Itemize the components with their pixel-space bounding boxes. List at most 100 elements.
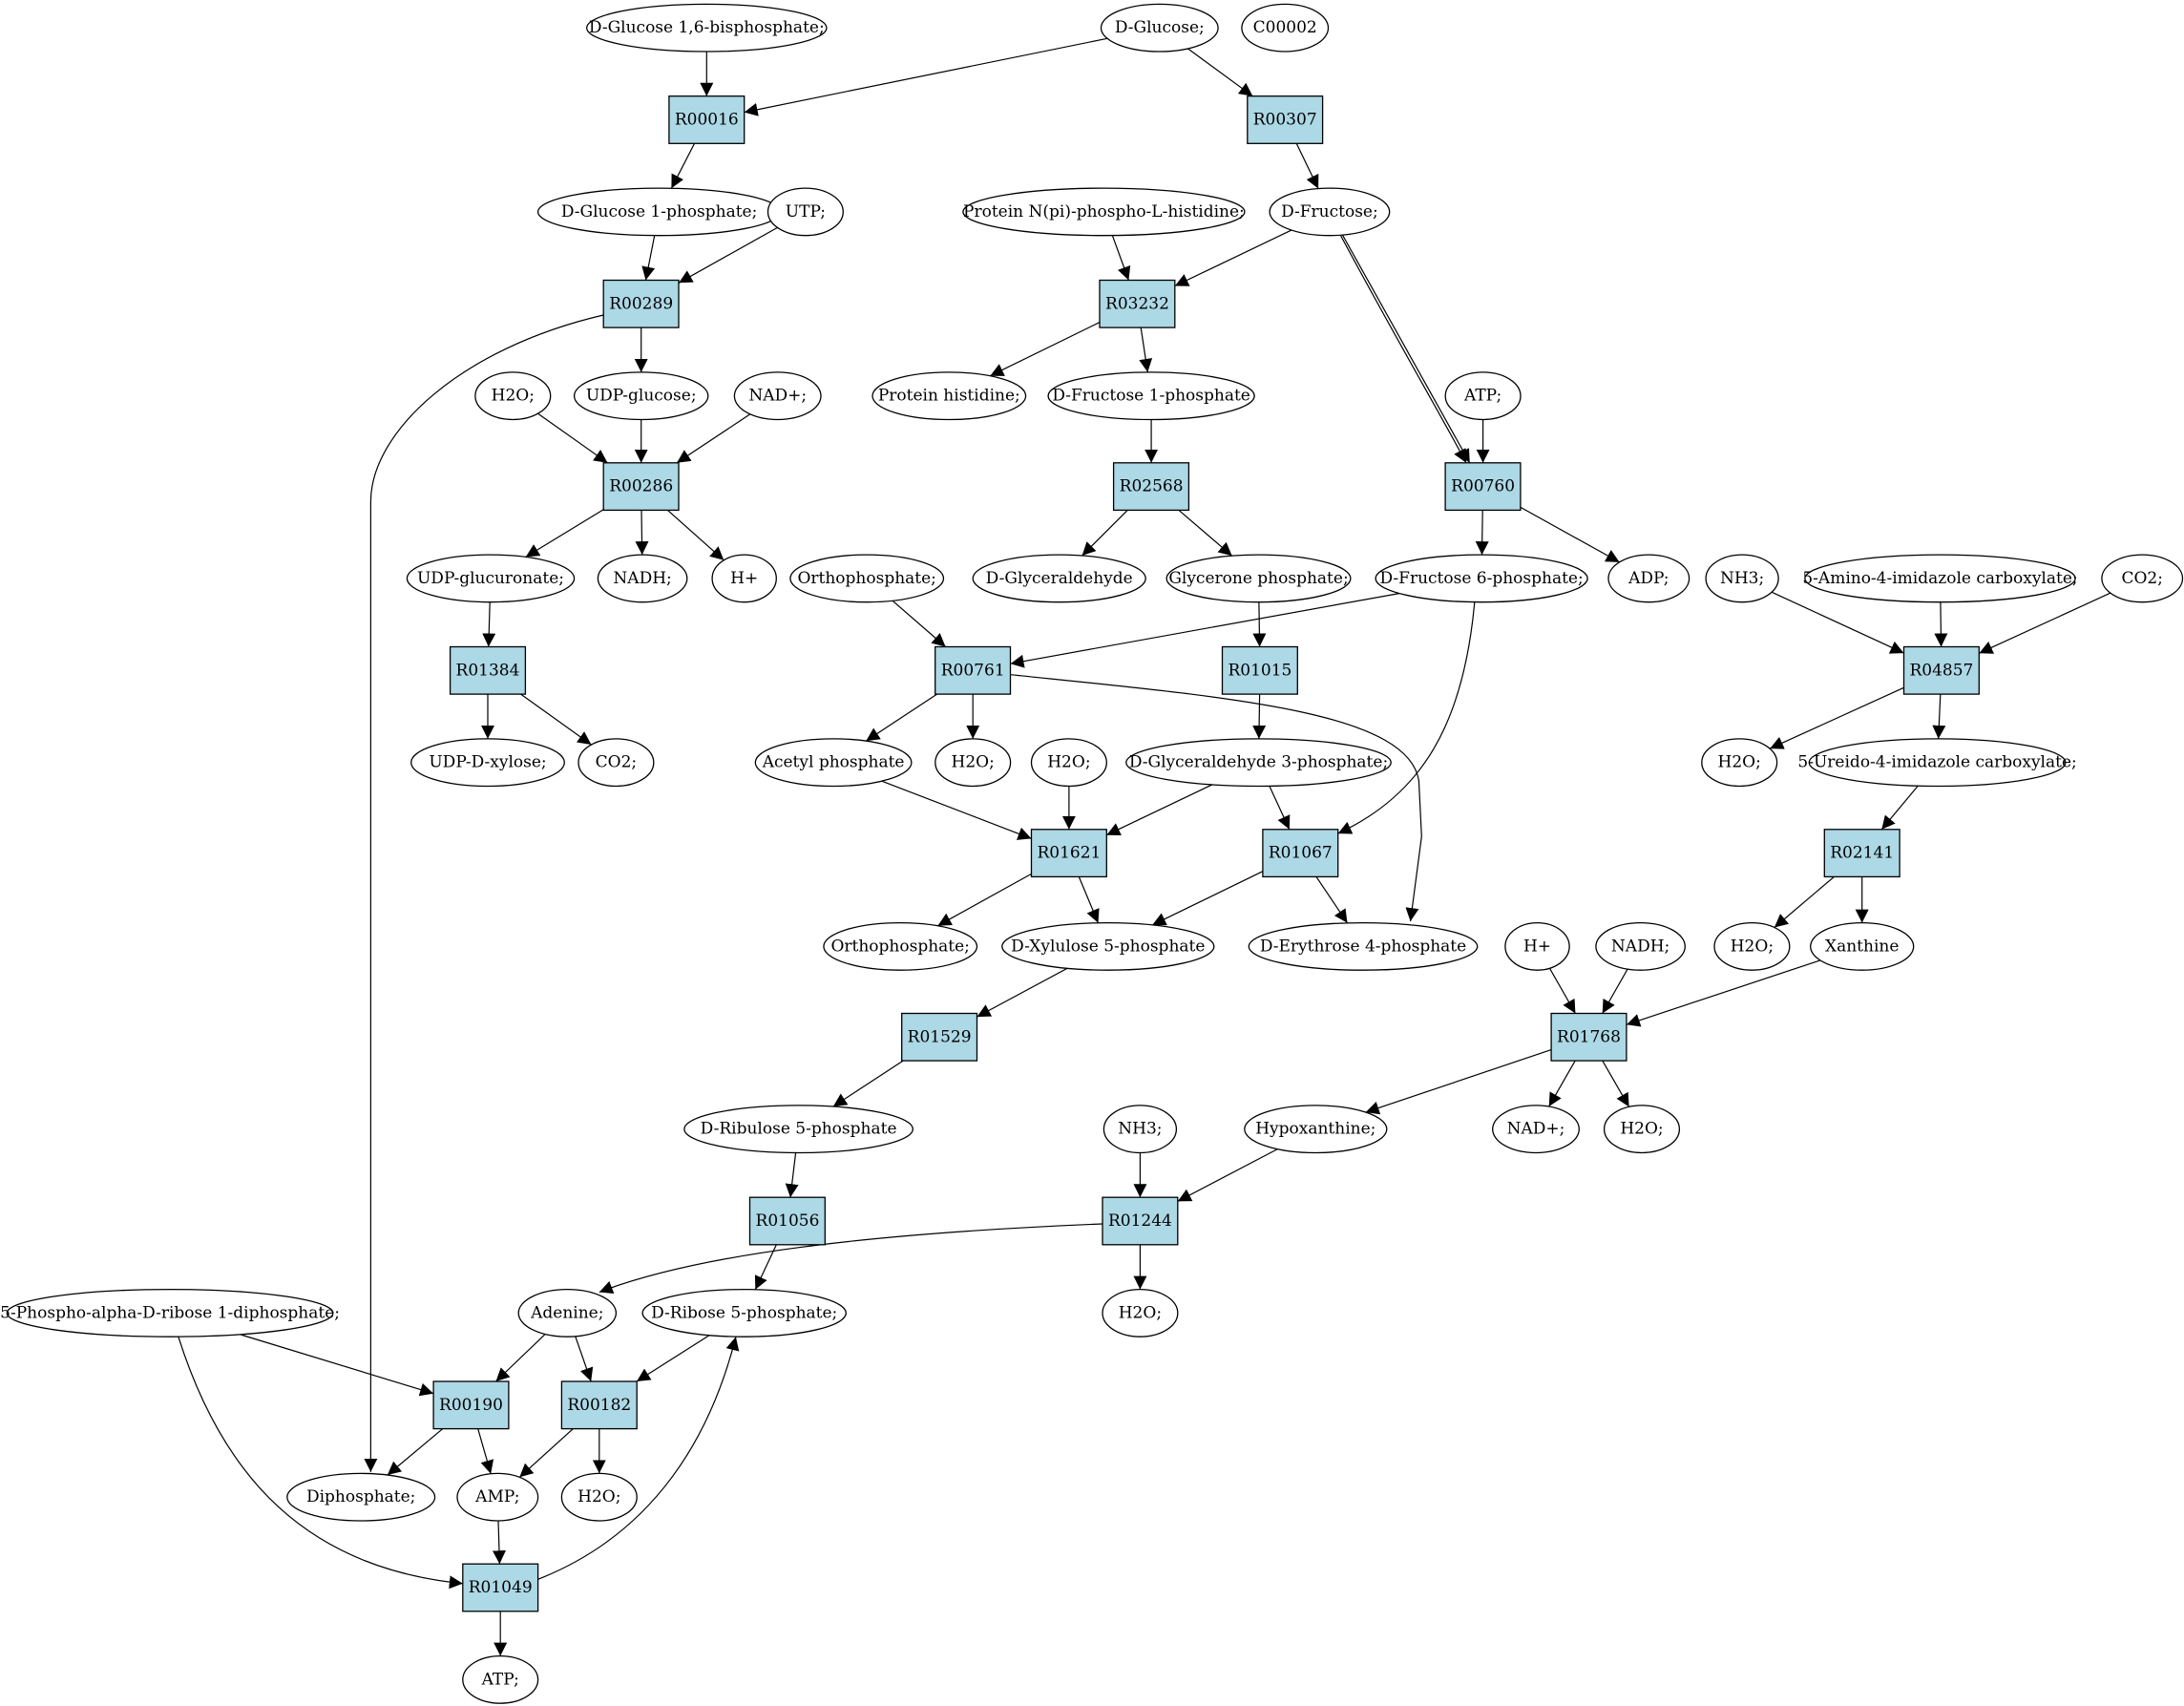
compound-orthoP_1[interactable]: Orthophosphate; [789,554,945,603]
compound-adp[interactable]: ADP; [1607,554,1690,603]
compound-fructose[interactable]: D-Fructose; [1269,187,1391,237]
reaction-R03232[interactable]: R03232 [1099,279,1176,328]
reaction-R00761[interactable]: R00761 [934,645,1012,695]
reaction-R00190[interactable]: R00190 [432,1380,510,1430]
compound-hplus_2[interactable]: H+ [1504,921,1570,971]
reaction-R04857[interactable]: R04857 [1902,645,1980,695]
compound-nh3_1[interactable]: NH3; [1705,554,1779,603]
compound-shape [410,738,565,788]
reaction-R01049[interactable]: R01049 [462,1563,539,1612]
compound-label: Xanthine [1825,937,1899,956]
edge-R00761-e4p [1010,674,1422,922]
reaction-R00016[interactable]: R00016 [668,95,746,144]
compound-shape [1603,1105,1681,1154]
compound-glc16bp[interactable]: D-Glucose 1,6-bisphosphate; [586,3,828,53]
compound-hypox[interactable]: Hypoxanthine; [1244,1105,1388,1154]
edge-xanthine-R01768 [1626,959,1821,1027]
compound-udpglc[interactable]: UDP-glucose; [573,371,709,421]
reaction-label: R00761 [941,661,1005,680]
compound-fru6p[interactable]: D-Fructose 6-phosphate; [1375,554,1588,603]
compound-label: UDP-D-xylose; [429,753,546,772]
compound-e4p[interactable]: D-Erythrose 4-phosphate [1248,921,1479,971]
compound-aicx[interactable]: 5-Amino-4-imidazole carboxylate; [1802,554,2078,603]
edge-R01768-h2o_6 [1602,1060,1630,1107]
compound-utp[interactable]: UTP; [766,187,844,237]
reaction-R01056[interactable]: R01056 [748,1196,826,1246]
compound-ru5p[interactable]: D-Ribulose 5-phosphate [683,1105,914,1154]
edge-R01621-xu5p [1078,876,1100,923]
compound-shape [578,738,655,788]
compound-h2o_7[interactable]: H2O; [560,1472,638,1522]
compound-shape [1047,371,1255,421]
compound-glucose[interactable]: D-Glucose; [1100,3,1219,53]
compound-acetylP[interactable]: Acetyl phosphate [754,738,913,788]
compound-h2o_2[interactable]: H2O; [934,738,1012,788]
compound-glc1p[interactable]: D-Glucose 1-phosphate; [536,187,782,237]
edge-R00286-nadh_1 [635,510,649,556]
compound-h2o_5[interactable]: H2O; [1713,921,1791,971]
compound-atp_2[interactable]: ATP; [462,1654,539,1704]
compound-nh3_2[interactable]: NH3; [1102,1105,1178,1154]
compound-prpp[interactable]: 5-Phospho-alpha-D-ribose 1-diphosphate; [0,1288,340,1337]
reaction-R01768[interactable]: R01768 [1550,1012,1628,1062]
reaction-R00286[interactable]: R00286 [602,462,680,512]
compound-shape [754,738,913,788]
compound-h2o_4[interactable]: H2O; [1701,738,1778,788]
compound-xu5p[interactable]: D-Xylulose 5-phosphate [1001,921,1215,971]
compound-shape [1810,921,1915,971]
compound-phishis[interactable]: Protein N(pi)-phospho-L-histidine; [962,187,1246,237]
compound-label: NH3; [1720,569,1764,588]
compound-shape [1713,921,1791,971]
compound-orthoP_2[interactable]: Orthophosphate; [823,921,978,971]
reaction-box [432,1380,510,1430]
edge-R00761-acetylP [865,693,937,742]
compound-hplus_1[interactable]: H+ [711,554,777,603]
reaction-R00289[interactable]: R00289 [602,279,680,328]
compound-atp_1[interactable]: ATP; [1444,371,1522,421]
compound-co2_1[interactable]: CO2; [2101,554,2184,603]
compound-g3p[interactable]: D-Glyceraldehyde 3-phosphate; [1125,738,1392,788]
reaction-R00760[interactable]: R00760 [1444,462,1522,512]
edge-g3p-R01621 [1106,784,1213,836]
compound-nad_1[interactable]: NAD+; [733,371,822,421]
compound-uicx[interactable]: 5-Ureido-4-imidazole carboxylate; [1797,738,2077,788]
reaction-R00307[interactable]: R00307 [1247,95,1324,144]
reaction-R02141[interactable]: R02141 [1823,829,1900,878]
edge-amp-R01049 [492,1520,506,1565]
edge-orthoP_1-R00761 [892,600,946,647]
compound-r5p[interactable]: D-Ribose 5-phosphate; [641,1288,847,1337]
compound-amp[interactable]: AMP; [456,1472,539,1522]
edge-g3p-R01067 [1269,786,1291,831]
compound-fru1p[interactable]: D-Fructose 1-phosphate [1047,371,1255,421]
reaction-R00182[interactable]: R00182 [560,1380,638,1430]
edge-R04857-uicx [1932,694,1946,739]
compound-dGlyald[interactable]: D-Glyceraldehyde [972,554,1146,603]
compound-protHis[interactable]: Protein histidine; [872,371,1027,421]
reaction-R01067[interactable]: R01067 [1262,829,1339,878]
compound-h2o_8[interactable]: H2O; [1102,1288,1179,1337]
compound-nadh_2[interactable]: NADH; [1595,921,1686,971]
compound-nadh_1[interactable]: NADH; [597,554,688,603]
compound-shape [456,1472,539,1522]
compound-co2_2[interactable]: CO2; [578,738,655,788]
edge-R01067-xu5p [1151,871,1264,926]
compound-h2o_3[interactable]: H2O; [1030,738,1107,788]
compound-udpxyl[interactable]: UDP-D-xylose; [410,738,565,788]
compound-nad_2[interactable]: NAD+; [1492,1105,1580,1154]
compound-adenine[interactable]: Adenine; [517,1288,618,1337]
reaction-R01244[interactable]: R01244 [1102,1196,1179,1246]
reaction-box [1247,95,1324,144]
reaction-R01015[interactable]: R01015 [1221,645,1298,695]
compound-h2o_1[interactable]: H2O; [474,371,552,421]
compound-udpglcA[interactable]: UDP-glucuronate; [406,554,576,603]
compound-shape [1001,921,1215,971]
reaction-R02568[interactable]: R02568 [1112,462,1190,512]
reaction-R01621[interactable]: R01621 [1030,829,1107,878]
compound-c00002[interactable]: C00002 [1241,3,1330,53]
compound-diphos[interactable]: Diphosphate; [286,1472,436,1522]
reaction-R01384[interactable]: R01384 [449,645,527,695]
compound-xanthine[interactable]: Xanthine [1810,921,1915,971]
reaction-R01529[interactable]: R01529 [901,1012,978,1062]
compound-h2o_6[interactable]: H2O; [1603,1105,1681,1154]
compound-dhap[interactable]: Glycerone phosphate; [1166,554,1352,603]
